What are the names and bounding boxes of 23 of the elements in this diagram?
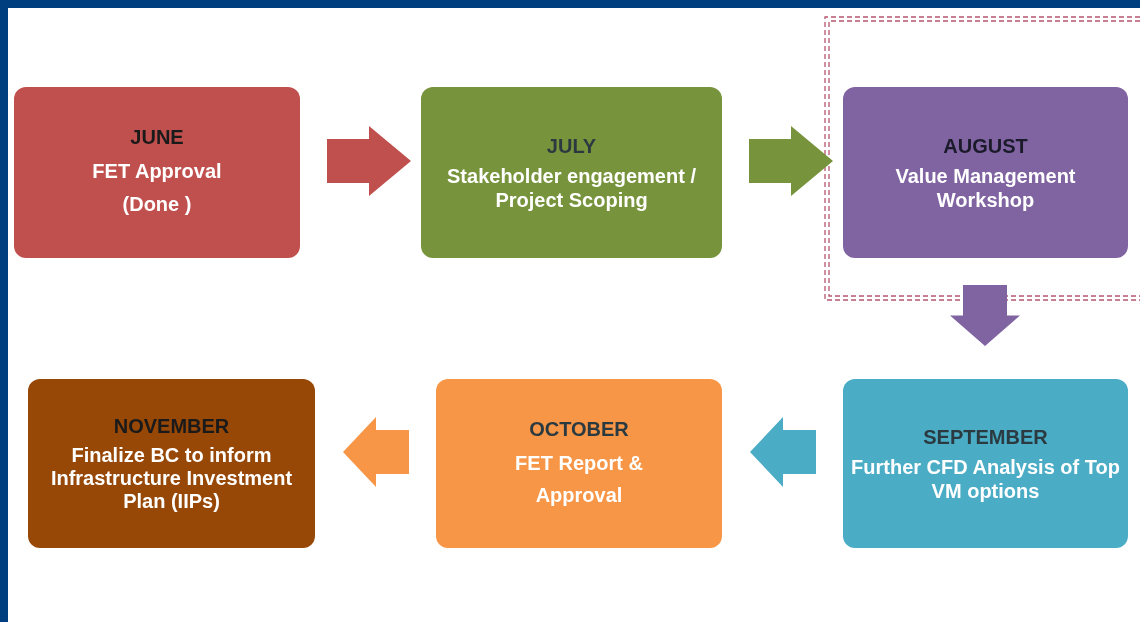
step-description: Further CFD Analysis of Top VM options — [850, 454, 1121, 503]
block-arrow — [343, 417, 409, 487]
step-description: FET Approval (Done ) — [91, 158, 223, 217]
month-box — [436, 379, 722, 548]
month-heading: AUGUST — [943, 133, 1028, 158]
month-box — [843, 87, 1128, 258]
block-arrow — [950, 285, 1020, 346]
month-heading: SEPTEMBER — [923, 424, 1048, 449]
month-heading: JUNE — [130, 124, 184, 149]
block-arrow — [750, 417, 816, 487]
month-box — [14, 87, 300, 258]
month-box — [843, 379, 1128, 548]
step-description: Finalize BC to inform Infrastructure Investment Plan (IIPs) — [49, 444, 294, 513]
month-box — [421, 87, 722, 258]
step-description: Value Management Workshop — [894, 163, 1077, 212]
month-box — [28, 379, 315, 548]
block-arrow — [749, 126, 833, 196]
month-heading: OCTOBER — [529, 416, 629, 441]
month-heading: NOVEMBER — [113, 414, 230, 438]
step-description: FET Report & Approval — [514, 450, 644, 508]
step-description: Stakeholder engagement / Project Scoping — [446, 163, 697, 212]
month-heading: JULY — [546, 133, 597, 158]
block-arrow — [327, 126, 411, 196]
